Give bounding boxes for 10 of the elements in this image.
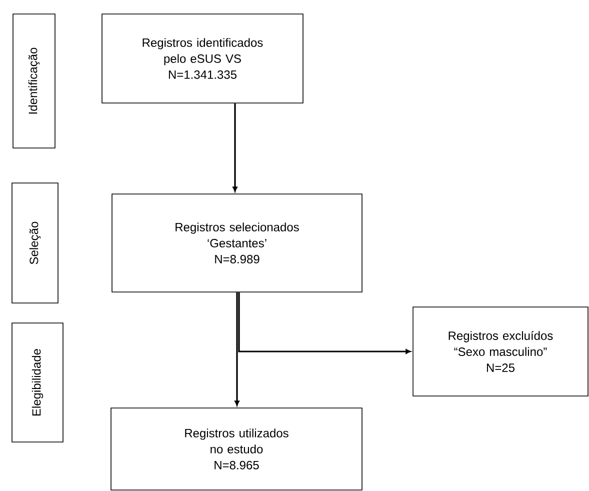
exclusion-box: Registros excluídos “Sexo masculino” N=25 xyxy=(412,306,588,396)
stage-label: Identificação xyxy=(12,14,56,148)
arrow xyxy=(238,292,411,354)
stage-label: Seleção xyxy=(12,182,58,304)
stage-label: Elegibilidade xyxy=(12,322,64,442)
arrow xyxy=(234,292,240,406)
process-box: Registros identificados pelo eSUS VS N=1.341.335 xyxy=(102,14,304,104)
process-box: Registros utilizados no estudo N=8.965 xyxy=(110,408,362,490)
arrow xyxy=(232,103,238,192)
process-box: Registros selecionados ‘Gestantes’ N=8.989 xyxy=(112,194,362,292)
